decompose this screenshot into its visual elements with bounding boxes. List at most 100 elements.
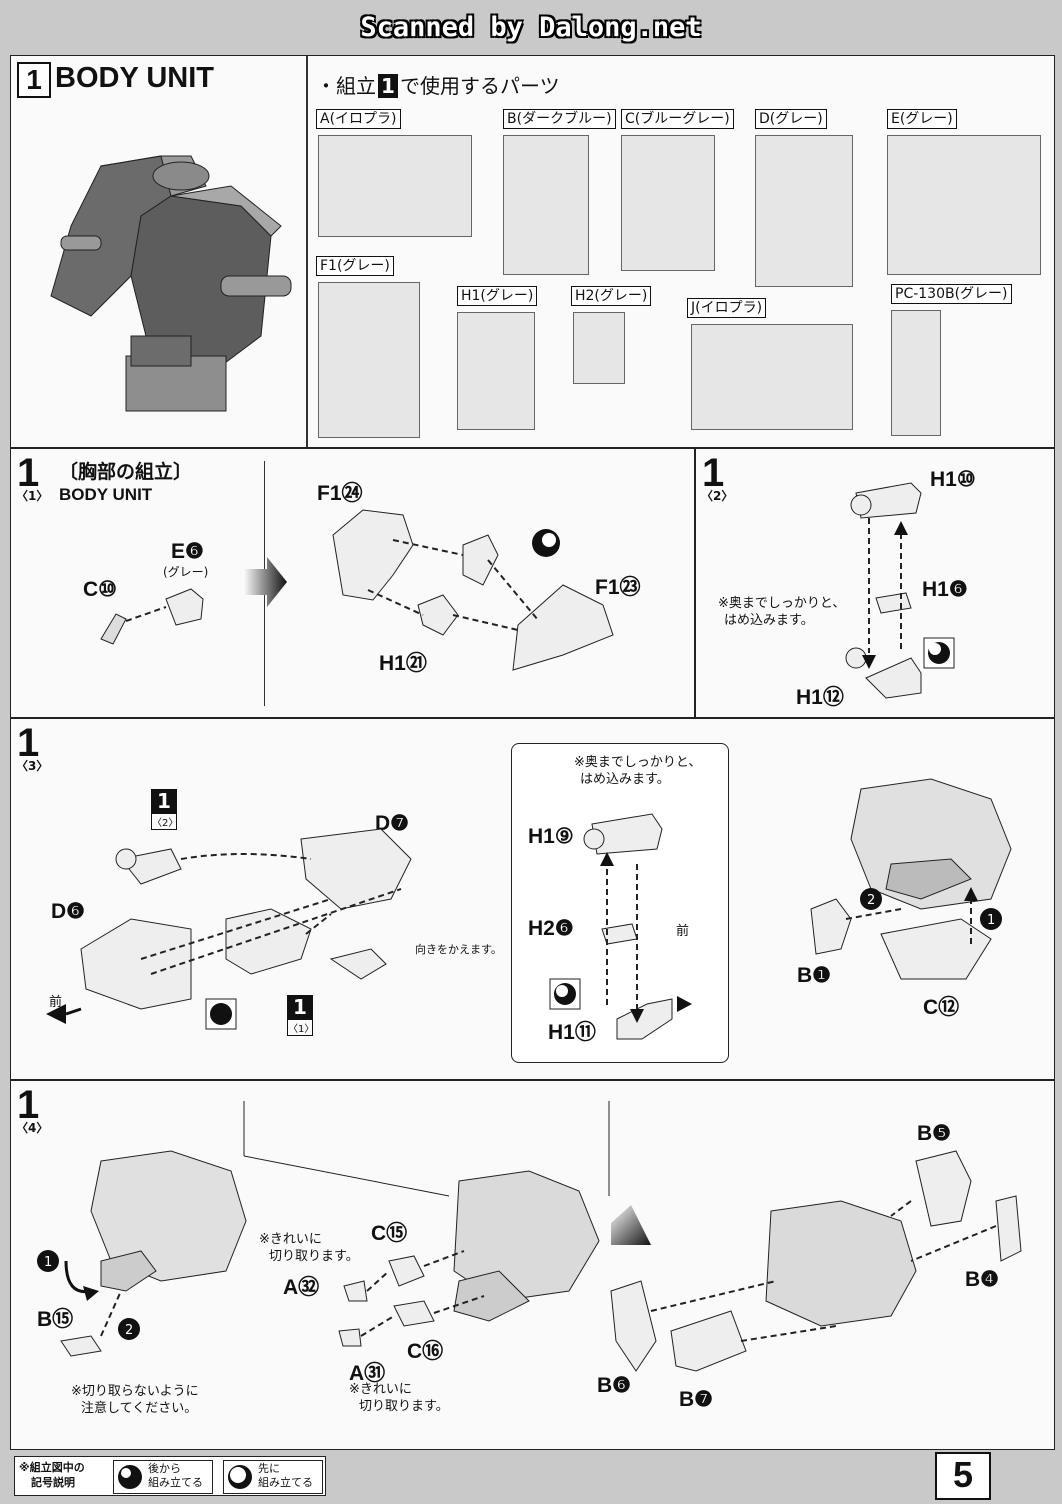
label-b6: B❻ [597,1374,631,1397]
inset-note: ※奥までしっかりと、 はめ込みます。 [574,755,702,787]
label-d6: D❻ [51,900,85,923]
label-turn: 向きをかえます。 [415,943,502,956]
runner-label-h1: H1(グレー) [457,286,538,306]
panel-divider [306,56,308,447]
runner-label-c: C(ブルーグレー) [621,109,734,129]
step-1-3-panel: 1 〈3〉 1 〈2〉 D❼ D❻ 前 向きをかえます。 1 〈1〉 [10,718,1055,1080]
label-front: 前 [49,995,63,1010]
label-c10: C⑩ [83,578,117,601]
step-1-2-drawing [845,482,955,699]
scan-credit: Scanned by Dalong.net [360,12,702,43]
symbol-legend: ※組立図中の 記号説明 後から 組み立てる 先に 組み立てる [14,1456,326,1496]
label-b5: B❺ [917,1122,951,1145]
runner-pc130b [891,310,941,436]
runner-label-a: A(イロプラ) [316,109,401,129]
label-c12: C⑫ [923,996,960,1019]
label-b7: B❼ [679,1388,713,1411]
section-number-box: 1 [17,62,51,98]
step-1-3-inset: ※奥までしっかりと、 はめ込みます。 H1⑨ H2❻ H1⑪ 前 [511,743,729,1063]
inset-drawing [549,813,692,1040]
step-1-4-left-drawing: 1 2 [37,1150,247,1357]
svg-text:1: 1 [44,1255,52,1270]
note-cut-1: ※きれいに 切り取ります。 [259,1232,359,1264]
label-h1-9: H1⑨ [528,825,574,848]
arrow-right-icon [611,1205,651,1245]
label-h2-6: H2❻ [528,917,574,940]
page-number: 5 [935,1452,991,1500]
note-fit: ※奥までしっかりと、 はめ込みます。 [718,596,846,628]
section-title: BODY UNIT [55,62,214,94]
legend-before-box: 先に 組み立てる [223,1460,323,1494]
svg-text:2: 2 [125,1323,133,1338]
ref-step-1-1: 1 〈1〉 [287,995,315,1036]
assemble-after-icon [118,1465,142,1489]
label-gray: (グレー) [163,565,209,579]
step-1-4-right-drawing [610,1150,1022,1372]
body-unit-illustration [50,155,292,412]
step-sub: 〈2〉 [701,489,734,503]
runner-label-b: B(ダークブルー) [503,109,616,129]
legend-after-box: 後から 組み立てる [113,1460,213,1494]
label-c16: C⑯ [407,1340,444,1363]
step-1-4-panel: 1 〈4〉 1 2 B⑮ ※切り取らないように 注意してください。 ※きれいに … [10,1080,1055,1450]
runner-b [503,135,589,275]
runner-label-f1: F1(グレー) [316,256,394,276]
parts-heading-num: 1 [378,74,398,98]
step-1-3-right-drawing: 2 1 [810,778,1012,980]
step-1-1-left-drawing [100,588,204,645]
label-a31: A㉛ [349,1362,386,1385]
label-h1-12: H1⑫ [796,686,844,709]
step-1-1-main-drawing [332,509,614,671]
runner-label-j: J(イロプラ) [687,298,767,318]
arrow-right-icon [243,557,287,607]
label-h1-21: H1㉑ [379,652,427,675]
step-sub: 〈1〉 [16,489,49,503]
assemble-before-icon [228,1465,252,1489]
step-1-4-center-drawing [243,1101,610,1347]
label-h1-6: H1❻ [922,578,968,601]
step-number: 1 [17,1083,40,1127]
step-number: 1 [17,451,40,495]
label-a32: A㉜ [283,1276,320,1299]
runner-h1 [457,312,535,430]
note-cut-2: ※きれいに 切り取ります。 [349,1382,449,1414]
label-b15: B⑮ [37,1308,74,1331]
runner-label-pc130b: PC-130B(グレー) [891,284,1012,304]
legend-title: ※組立図中の 記号説明 [19,1461,85,1489]
runner-label-h2: H2(グレー) [571,286,652,306]
label-e6: E❻ [171,540,204,563]
step-1-2-panel: 1 〈2〉 H1⑩ H1❻ H1⑫ ※奥までしっかりと、 はめ込みます。 [695,448,1055,718]
runner-c [621,135,715,271]
label-b1: B❶ [797,964,831,987]
step-title: 〔胸部の組立〕 [59,461,193,483]
runner-f1 [318,282,420,438]
svg-text:2: 2 [867,893,875,908]
note-nocut: ※切り取らないように 注意してください。 [71,1384,199,1416]
step-number: 1 [702,451,725,495]
svg-text:1: 1 [987,913,995,928]
inset-front: 前 [676,924,690,939]
label-f1-23: F1㉓ [595,576,641,599]
runner-e [887,135,1041,275]
label-h1-10: H1⑩ [930,468,976,491]
runner-a [318,135,472,237]
label-h1-11: H1⑪ [548,1021,596,1044]
runner-label-d: D(グレー) [755,109,827,129]
label-f1-24: F1㉔ [317,482,363,505]
runner-h2 [573,312,625,384]
runner-d [755,135,853,287]
step-1-1-panel: 1 〈1〉 〔胸部の組立〕 BODY UNIT C⑩ E❻ (グレー) F1㉔ … [10,448,695,718]
step-1-3-main-drawing [46,828,412,1030]
label-b4: B❹ [965,1268,999,1291]
step-sub: 〈4〉 [16,1121,49,1135]
runner-label-e: E(グレー) [887,109,957,129]
ref-step-1-2: 1 〈2〉 [151,789,179,830]
step-subtitle: BODY UNIT [59,485,153,504]
label-d7: D❼ [375,812,409,835]
label-c15: C⑮ [371,1222,408,1245]
runner-j [691,324,853,430]
step-number: 1 [17,721,40,765]
